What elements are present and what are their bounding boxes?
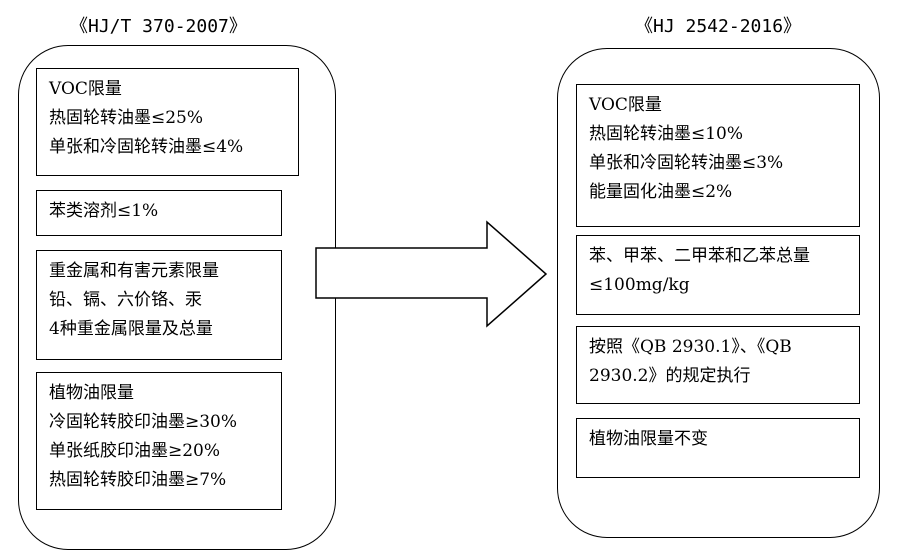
box-line: 铅、镉、六价铬、汞 bbox=[49, 290, 202, 310]
right-benzene-total-box: 苯、甲苯、二甲苯和乙苯总量≤100mg/kg bbox=[576, 235, 860, 315]
left-voc-limit-box: VOC限量 热固轮转油墨≤25% 单张和冷固轮转油墨≤4% bbox=[36, 68, 299, 176]
left-standard-title: 《HJ/T 370-2007》 bbox=[70, 16, 247, 37]
left-vegetable-oil-box: 植物油限量 冷固轮转胶印油墨≥30% 单张纸胶印油墨≥20% 热固轮转胶印油墨≥… bbox=[36, 372, 282, 510]
right-standard-panel bbox=[557, 48, 880, 538]
box-line: 单张和冷固轮转油墨≤4% bbox=[49, 137, 244, 157]
box-line: 按照《QB 2930.1》、《QB 2930.2》的规定执行 bbox=[589, 337, 792, 386]
box-line: 单张和冷固轮转油墨≤3% bbox=[589, 153, 784, 173]
box-line: VOC限量 bbox=[49, 79, 122, 99]
right-voc-limit-box: VOC限量 热固轮转油墨≤10% 单张和冷固轮转油墨≤3% 能量固化油墨≤2% bbox=[576, 84, 860, 227]
box-line: 热固轮转油墨≤10% bbox=[589, 124, 744, 144]
right-standard-title: 《HJ 2542-2016》 bbox=[635, 16, 802, 37]
box-line: 热固轮转油墨≤25% bbox=[49, 108, 204, 128]
left-benzene-solvent-box: 苯类溶剂≤1% bbox=[36, 190, 282, 236]
box-line: 苯类溶剂≤1% bbox=[49, 201, 159, 221]
box-line: 重金属和有害元素限量 bbox=[49, 261, 219, 281]
right-vegetable-oil-box: 植物油限量不变 bbox=[576, 418, 860, 478]
box-line: 冷固轮转胶印油墨≥30% bbox=[49, 412, 238, 432]
box-line: 能量固化油墨≤2% bbox=[589, 182, 733, 202]
box-line: 4种重金属限量及总量 bbox=[49, 319, 213, 339]
box-line: 热固轮转胶印油墨≥7% bbox=[49, 470, 227, 490]
box-line: 植物油限量 bbox=[49, 383, 134, 403]
box-line: VOC限量 bbox=[589, 95, 662, 115]
box-line: 苯、甲苯、二甲苯和乙苯总量≤100mg/kg bbox=[589, 246, 810, 295]
right-qb-reference-box: 按照《QB 2930.1》、《QB 2930.2》的规定执行 bbox=[576, 326, 860, 404]
box-line: 植物油限量不变 bbox=[589, 429, 708, 449]
left-heavy-metal-box: 重金属和有害元素限量 铅、镉、六价铬、汞 4种重金属限量及总量 bbox=[36, 250, 282, 360]
box-line: 单张纸胶印油墨≥20% bbox=[49, 441, 221, 461]
